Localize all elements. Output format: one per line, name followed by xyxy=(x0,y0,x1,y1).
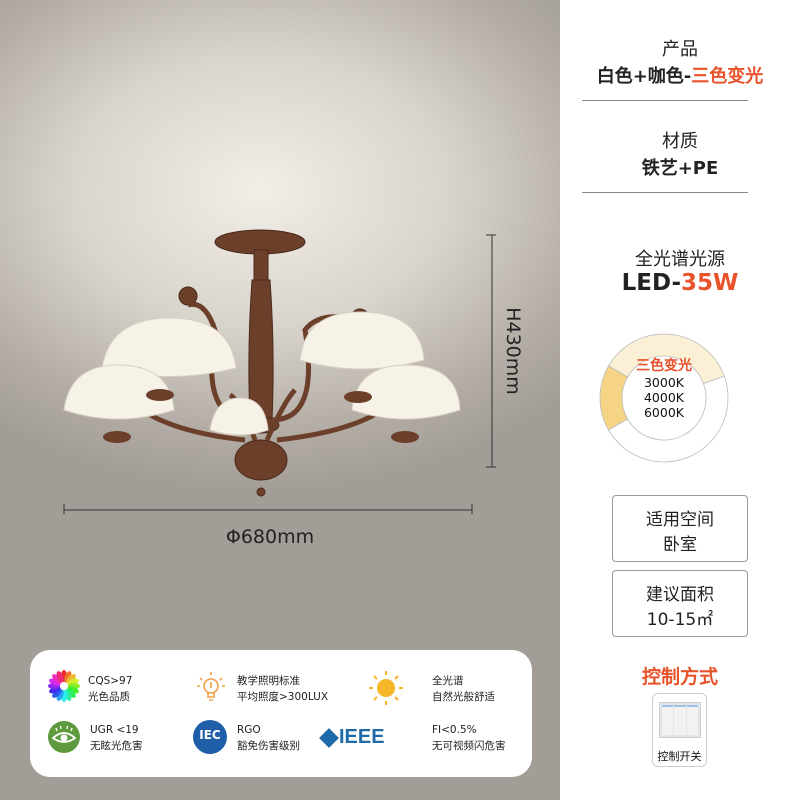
product-photo-area: H430mm Φ680mm CQS>97 光色品质 教学照明标准平均照度>300L… xyxy=(0,0,560,800)
temp-3000k: 3000K xyxy=(643,375,684,390)
feature-lighting-standard: 教学照明标准平均照度>300LUX xyxy=(237,673,328,705)
donut-segment-warm-yellow xyxy=(599,365,629,431)
color-wheel-petal xyxy=(52,674,62,684)
chandelier-image xyxy=(63,229,496,514)
feature-full-spectrum: 全光谱自然光般舒适 xyxy=(432,673,495,705)
light-source-label: 全光谱光源 xyxy=(635,249,725,270)
feature-line: FI<0.5% xyxy=(432,724,477,736)
divider xyxy=(582,100,748,101)
color-wheel-petal xyxy=(66,674,76,684)
temp-4000k: 4000K xyxy=(643,390,684,405)
feature-card: CQS>97 光色品质 教学照明标准平均照度>300LUX 全光谱自然光般舒适 U… xyxy=(30,650,532,777)
temp-6000k: 6000K xyxy=(643,405,684,420)
height-dimension: H430mm xyxy=(502,307,524,395)
color-temp-donut xyxy=(599,333,729,463)
switch-icon xyxy=(659,702,701,738)
ieee-diamond-icon xyxy=(319,727,339,748)
area-box: 建议面积 10-15㎡ xyxy=(612,570,748,637)
iec-logo-icon: IEC xyxy=(193,720,227,754)
product-label: 产品 xyxy=(662,39,698,60)
feature-line: 平均照度>300LUX xyxy=(237,691,329,703)
switch-label: 控制开关 xyxy=(657,750,702,763)
area-label: 建议面积 xyxy=(646,585,714,605)
product-value: 白色+咖色-三色变光 xyxy=(560,62,800,88)
space-value: 卧室 xyxy=(663,535,697,555)
material-label: 材质 xyxy=(662,131,698,152)
dimension-lines xyxy=(63,234,496,514)
material-value: 铁艺+PE xyxy=(641,158,719,179)
feature-line: 教学照明标准 xyxy=(237,675,300,687)
donut-label: 三色变光 3000K 4000K 6000K xyxy=(598,357,730,420)
switch-key xyxy=(686,705,698,735)
diameter-dimension: Φ680mm xyxy=(225,526,315,548)
ieee-logo-text: IEEE xyxy=(339,726,385,748)
feature-flicker: FI<0.5% 无可视频闪危害 xyxy=(432,722,506,754)
feature-line: 光色品质 xyxy=(88,691,130,703)
donut-segment-white xyxy=(608,375,729,463)
product-light-mode: 三色变光 xyxy=(691,66,764,87)
color-wheel-petal xyxy=(56,671,64,683)
feature-line: 无眩光危害 xyxy=(90,740,143,752)
ieee-logo-icon: IEEE xyxy=(319,726,385,749)
feature-line: UGR <19 xyxy=(90,724,139,736)
power-value: LED-35W xyxy=(560,270,800,296)
feature-line: 自然光般舒适 xyxy=(432,691,495,703)
feature-line: 无可视频闪危害 xyxy=(432,740,506,752)
switch-key xyxy=(674,705,686,735)
feature-line: 全光谱 xyxy=(432,675,464,687)
feature-rgo: RGO 豁免伤害级别 xyxy=(237,722,300,754)
color-wheel-petal xyxy=(52,688,62,698)
sun-icon xyxy=(369,671,403,705)
eye-icon xyxy=(48,721,80,753)
control-label: 控制方式 xyxy=(641,666,718,688)
color-wheel-petal xyxy=(66,688,76,698)
power-type: LED- xyxy=(621,270,682,296)
donut-title: 三色变光 xyxy=(636,358,692,374)
space-label: 适用空间 xyxy=(646,510,714,530)
divider xyxy=(582,192,748,193)
spec-panel: 产品 白色+咖色-三色变光 材质 铁艺+PE 全光谱光源 LED-35W 三色变… xyxy=(560,0,800,800)
area-value: 10-15㎡ xyxy=(646,610,714,630)
lightbulb-icon xyxy=(197,672,225,701)
space-box: 适用空间卧室 xyxy=(612,495,748,562)
feature-cqs: CQS>97 光色品质 xyxy=(88,673,132,705)
feature-line: 豁免伤害级别 xyxy=(237,740,300,752)
feature-ugr: UGR <19 无眩光危害 xyxy=(90,722,143,754)
switch-key xyxy=(662,705,674,735)
switch-box: 控制开关 xyxy=(652,693,707,767)
feature-line: CQS>97 xyxy=(88,675,133,687)
power-watts: 35W xyxy=(681,270,739,296)
color-wheel-icon xyxy=(48,670,80,702)
feature-line: RGO xyxy=(237,724,261,736)
product-color: 白色+咖色- xyxy=(596,66,692,87)
